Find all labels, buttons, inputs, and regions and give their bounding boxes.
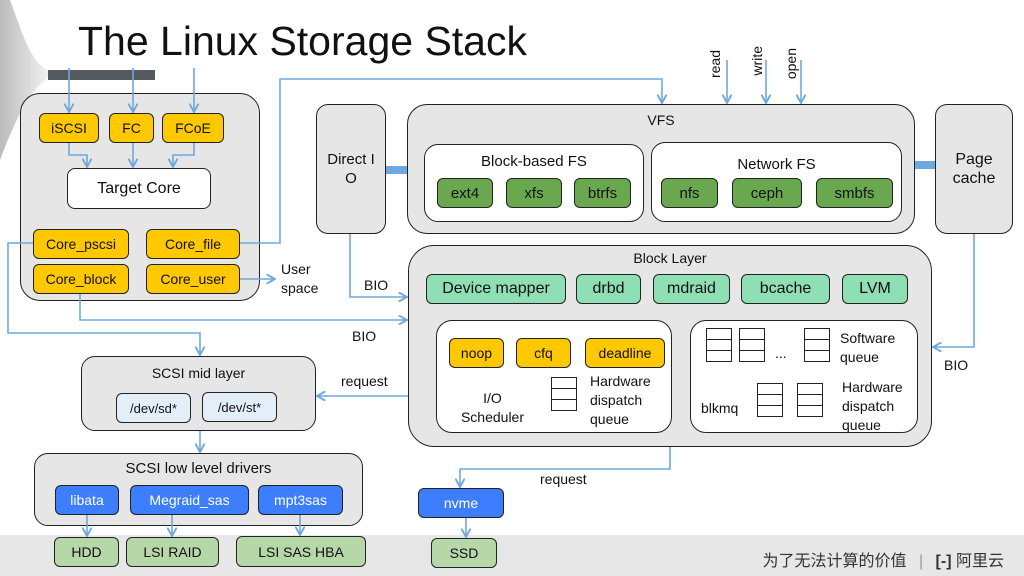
syscall-open: open (783, 48, 799, 80)
syscall-write: write (749, 46, 765, 76)
block-layer-title: Block Layer (633, 250, 707, 266)
edge-label-request-nvme: request (540, 471, 587, 487)
fs-smbfs[interactable]: smbfs (816, 178, 893, 208)
fs-btrfs[interactable]: btrfs (574, 178, 631, 208)
device-dev-st[interactable]: /dev/st* (202, 392, 277, 422)
syscall-read: read (707, 50, 723, 79)
blkmq-label: blkmq (701, 400, 739, 416)
direct-io-label: Direct IO (327, 151, 375, 187)
driver-mdraid[interactable]: mdraid (653, 274, 730, 304)
backend-core-pscsi[interactable]: Core_pscsi (33, 229, 129, 259)
footer-brand: 阿里云 (955, 553, 1004, 570)
driver-nvme[interactable]: nvme (418, 488, 504, 518)
backend-core-block[interactable]: Core_block (33, 264, 129, 294)
frontend-fc[interactable]: FC (109, 113, 154, 143)
scsi-low-title: SCSI low level drivers (125, 460, 272, 477)
block-fs-title: Block-based FS (481, 153, 587, 170)
scsi-mid-title: SCSI mid layer (151, 365, 246, 381)
scheduler-deadline[interactable]: deadline (585, 338, 665, 368)
edge-label-bio-target: BIO (352, 328, 377, 344)
target-core[interactable]: Target Core (67, 168, 211, 209)
user-space-label: User space (281, 261, 319, 296)
io-scheduler-queue (551, 377, 577, 411)
driver-mpt3sas[interactable]: mpt3sas (258, 485, 343, 515)
driver-drbd[interactable]: drbd (576, 274, 641, 304)
backend-core-user[interactable]: Core_user (146, 264, 240, 294)
software-queue-label: Software queue (840, 330, 896, 365)
swoosh-decoration (0, 0, 48, 160)
backend-core-file[interactable]: Core_file (146, 229, 240, 259)
scheduler-cfq[interactable]: cfq (516, 338, 571, 368)
software-queue-n (804, 328, 830, 362)
network-fs-title: Network FS (737, 156, 816, 173)
edge-label-bio-cache: BIO (944, 357, 969, 373)
software-queue-2 (739, 328, 765, 362)
io-hw-queue-label: Hardware dispatch queue (590, 373, 651, 427)
fs-nfs[interactable]: nfs (661, 178, 718, 208)
software-queue-1 (706, 328, 732, 362)
footer-slogan: 为了无法计算的价值 (762, 553, 907, 570)
footer-divider: | (918, 553, 924, 570)
edge-label-bio-direct: BIO (364, 277, 389, 293)
aliyun-logo-icon: [-] (935, 553, 952, 570)
hardware-hdd[interactable]: HDD (54, 537, 119, 567)
device-dev-sd[interactable]: /dev/sd* (116, 393, 191, 423)
hardware-lsi-raid[interactable]: LSI RAID (126, 537, 219, 567)
vfs-title: VFS (647, 112, 675, 128)
frontend-fcoe[interactable]: FCoE (162, 113, 224, 143)
page-cache-label: Page cache (952, 151, 996, 187)
io-scheduler-label: I/O Scheduler (460, 390, 525, 425)
hardware-lsi-sas-hba[interactable]: LSI SAS HBA (236, 536, 366, 567)
fs-ext4[interactable]: ext4 (437, 178, 493, 208)
driver-megraid-sas[interactable]: Megraid_sas (130, 485, 249, 515)
frontend-iscsi[interactable]: iSCSI (39, 113, 99, 143)
scheduler-noop[interactable]: noop (449, 338, 504, 368)
driver-libata[interactable]: libata (55, 485, 119, 515)
driver-device-mapper[interactable]: Device mapper (426, 274, 566, 304)
fs-xfs[interactable]: xfs (506, 178, 562, 208)
fs-ceph[interactable]: ceph (732, 178, 802, 208)
footer-branding: 为了无法计算的价值 | [-] 阿里云 (762, 547, 1004, 571)
hw-dispatch-queue-1 (757, 383, 783, 417)
title-bar-decoration (48, 70, 155, 80)
blkmq-hw-queue-label: Hardware dispatch queue (842, 379, 903, 433)
queue-ellipsis: ... (775, 345, 787, 361)
page-title: The Linux Storage Stack (78, 18, 527, 64)
driver-bcache[interactable]: bcache (741, 274, 830, 304)
driver-lvm[interactable]: LVM (842, 274, 908, 304)
page-cache-box[interactable] (935, 104, 1013, 234)
hw-dispatch-queue-2 (797, 383, 823, 417)
hardware-ssd[interactable]: SSD (431, 538, 497, 568)
edge-label-request-scsi: request (341, 373, 388, 389)
